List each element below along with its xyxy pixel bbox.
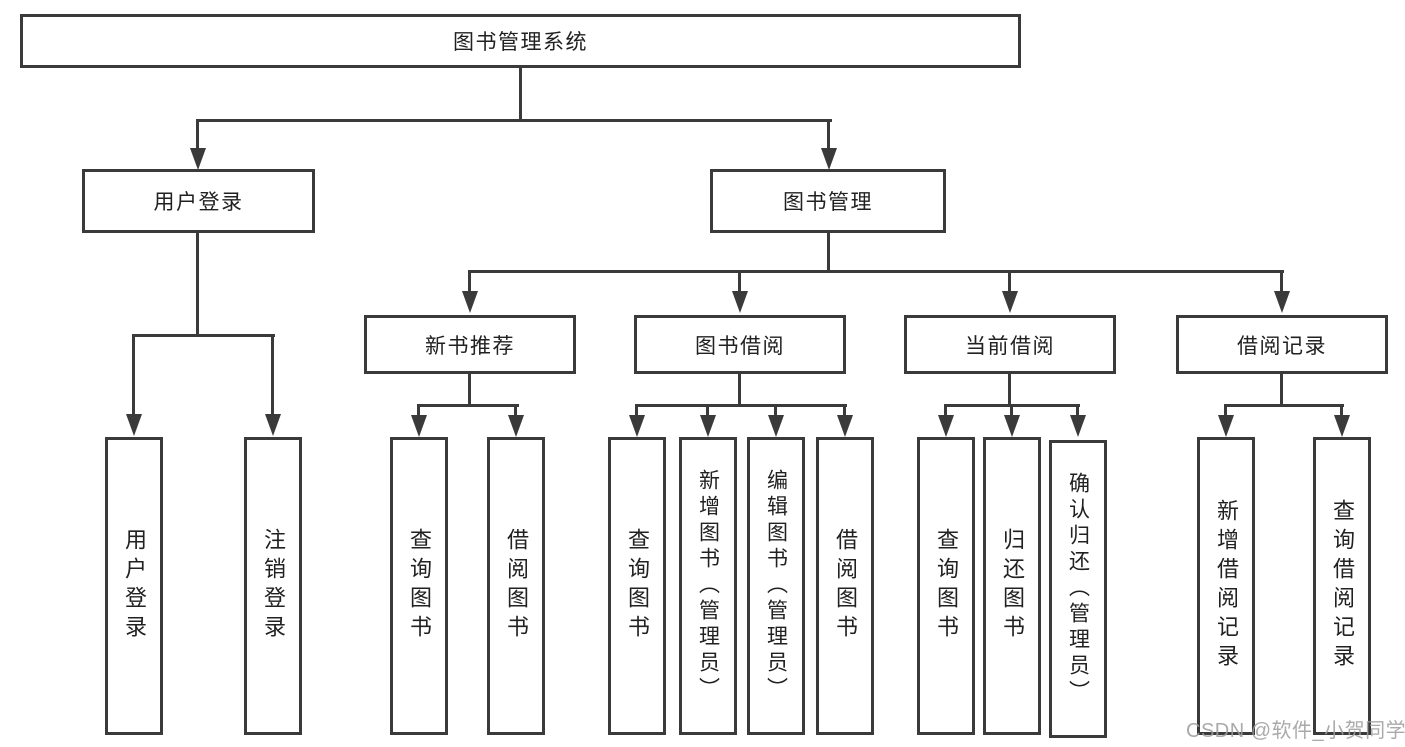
leaf-query-books-current-label: 查询图书 <box>934 528 959 644</box>
connector-stub <box>1340 404 1343 418</box>
connector-stub <box>635 404 638 418</box>
arrow-down-icon <box>508 415 524 437</box>
leaf-query-books-current: 查询图书 <box>917 437 975 735</box>
connector-to-book-borrow <box>738 270 741 292</box>
leaf-confirm-return-admin: 确认归还（管理员） <box>1049 440 1107 738</box>
arrow-down-icon <box>265 414 281 436</box>
connector-borrow-records-hbar <box>1224 404 1344 407</box>
leaf-borrow-books-newrec: 借阅图书 <box>487 437 545 735</box>
connector-book-mgmt-hbar <box>468 270 1284 273</box>
connector-to-leaf-user-login <box>132 334 135 416</box>
arrow-down-icon <box>700 415 716 437</box>
connector-to-leaf-logout <box>271 334 274 416</box>
leaf-query-borrow-record-label: 查询借阅记录 <box>1330 499 1355 673</box>
leaf-query-borrow-record: 查询借阅记录 <box>1313 437 1371 735</box>
connector-book-borrow-trunk <box>738 374 741 407</box>
arrow-down-icon <box>462 291 478 313</box>
connector-new-book-rec-hbar <box>417 404 519 407</box>
leaf-logout: 注销登录 <box>244 437 302 735</box>
connector-user-login-trunk <box>196 233 199 337</box>
arrow-down-icon <box>732 291 748 313</box>
connector-to-book-mgmt <box>827 119 830 151</box>
connector-user-login-hbar <box>132 334 275 337</box>
connector-to-new-book-rec <box>468 270 471 292</box>
arrow-down-icon <box>1218 415 1234 437</box>
arrow-down-icon <box>1334 415 1350 437</box>
connector-book-mgmt-trunk <box>827 233 830 273</box>
leaf-add-borrow-record: 新增借阅记录 <box>1197 437 1255 735</box>
connector-root-hbar <box>196 119 832 122</box>
connector-stub <box>1010 404 1013 418</box>
node-book-mgmt-label: 图书管理 <box>783 191 873 214</box>
node-borrow-records-label: 借阅记录 <box>1237 334 1327 358</box>
node-root-label: 图书管理系统 <box>453 31 588 54</box>
connector-stub <box>514 404 517 418</box>
node-new-book-rec: 新书推荐 <box>364 315 576 374</box>
connector-stub <box>1076 404 1079 418</box>
leaf-edit-book-admin: 编辑图书（管理员） <box>747 437 805 735</box>
node-user-login-label: 用户登录 <box>153 191 244 214</box>
node-book-borrow-label: 图书借阅 <box>695 334 785 358</box>
connector-stub <box>1224 404 1227 418</box>
arrow-down-icon <box>411 415 427 437</box>
node-book-borrow: 图书借阅 <box>634 315 846 374</box>
leaf-borrow-books-borrow: 借阅图书 <box>816 437 874 735</box>
leaf-borrow-books-newrec-label: 借阅图书 <box>504 528 529 644</box>
arrow-down-icon <box>1004 415 1020 437</box>
node-user-login: 用户登录 <box>82 169 315 233</box>
leaf-borrow-books-borrow-label: 借阅图书 <box>833 528 858 644</box>
node-new-book-rec-label: 新书推荐 <box>425 334 515 358</box>
leaf-add-borrow-record-label: 新增借阅记录 <box>1214 499 1239 673</box>
leaf-logout-label: 注销登录 <box>261 528 286 644</box>
node-borrow-records: 借阅记录 <box>1176 315 1388 374</box>
node-root: 图书管理系统 <box>20 14 1021 68</box>
connector-to-user-login <box>196 119 199 151</box>
connector-book-borrow-hbar <box>635 404 847 407</box>
arrow-down-icon <box>1070 415 1086 437</box>
node-current-borrow: 当前借阅 <box>904 315 1116 374</box>
arrow-down-icon <box>126 414 142 436</box>
leaf-user-login: 用户登录 <box>105 437 163 735</box>
leaf-return-book: 归还图书 <box>983 437 1041 735</box>
connector-root-trunk <box>519 68 522 122</box>
leaf-user-login-label: 用户登录 <box>122 528 147 644</box>
arrow-down-icon <box>837 415 853 437</box>
leaf-query-books-newrec: 查询图书 <box>390 437 448 735</box>
connector-stub <box>417 404 420 418</box>
leaf-query-books-borrow-label: 查询图书 <box>625 528 650 644</box>
connector-current-borrow-trunk <box>1008 374 1011 407</box>
leaf-query-books-borrow: 查询图书 <box>608 437 666 735</box>
leaf-add-book-admin: 新增图书（管理员） <box>679 437 737 735</box>
connector-stub <box>944 404 947 418</box>
connector-borrow-records-trunk <box>1280 374 1283 407</box>
leaf-return-book-label: 归还图书 <box>1000 528 1025 644</box>
connector-stub <box>706 404 709 418</box>
arrow-down-icon <box>821 148 837 170</box>
connector-new-book-rec-trunk <box>468 374 471 407</box>
arrow-down-icon <box>768 415 784 437</box>
arrow-down-icon <box>629 415 645 437</box>
arrow-down-icon <box>1274 291 1290 313</box>
leaf-confirm-return-admin-label: 确认归还（管理员） <box>1066 472 1090 706</box>
connector-stub <box>774 404 777 418</box>
node-current-borrow-label: 当前借阅 <box>965 334 1055 358</box>
connector-to-current-borrow <box>1008 270 1011 292</box>
arrow-down-icon <box>1002 291 1018 313</box>
connector-stub <box>843 404 846 418</box>
leaf-edit-book-admin-label: 编辑图书（管理员） <box>764 469 788 703</box>
leaf-add-book-admin-label: 新增图书（管理员） <box>696 469 720 703</box>
node-book-mgmt: 图书管理 <box>710 169 946 233</box>
arrow-down-icon <box>938 415 954 437</box>
leaf-query-books-newrec-label: 查询图书 <box>407 528 432 644</box>
connector-to-borrow-records <box>1280 270 1283 292</box>
arrow-down-icon <box>190 148 206 170</box>
